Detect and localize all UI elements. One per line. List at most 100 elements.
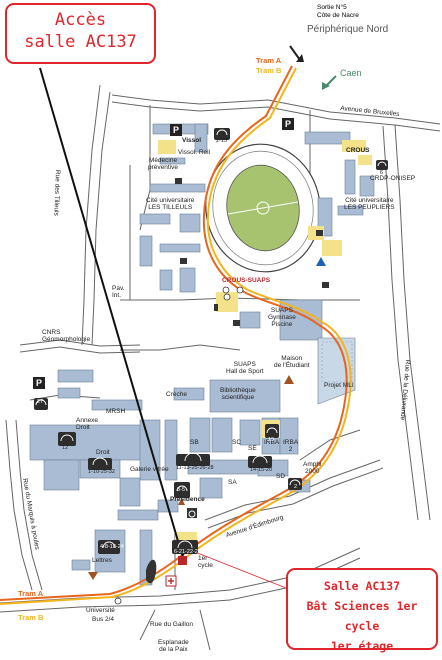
label-cite-peupliers-line2: LES PEUPLIERS — [344, 203, 395, 211]
tram-stop-icon — [114, 286, 244, 605]
wifi-icon — [58, 432, 76, 446]
wifi-badges — [34, 128, 388, 554]
label-bibli-line1: Bibliothèque — [220, 387, 256, 394]
wifi-icon — [248, 455, 272, 468]
stadium — [205, 143, 321, 273]
label-projet-mli: Projet MLI — [324, 382, 354, 389]
label-maison-line2: de l'Étudiant — [274, 361, 310, 369]
label-droit: Droit — [96, 449, 110, 456]
label-bibli-line2: scientifique — [221, 393, 255, 401]
access-callout: Accès salle AC137 — [5, 3, 156, 64]
badge-number: 4-8-18-24 — [100, 544, 124, 550]
label-universite: Université — [86, 607, 115, 614]
wifi-icon — [288, 478, 302, 490]
label-amphi-2000: Amphi 2000 — [303, 461, 322, 476]
wifi-icon — [376, 160, 388, 170]
label-cnrs: CNRS Géomorphologie — [42, 329, 91, 344]
target-callout-line2: Bât Sciences 1er cycle — [306, 599, 418, 633]
exit-sign: Sortie N°5 Côte de Nacre — [317, 4, 359, 20]
badge-number: 1-10-25-32 — [88, 469, 115, 475]
access-callout-line1: Accès — [54, 10, 107, 30]
tram-a-label-bottom: Tram A — [18, 589, 44, 598]
label-pav-line2: Int. — [112, 291, 122, 299]
label-suaps-hall-line1: SUAPS — [233, 361, 256, 368]
info-triangle-icon — [178, 498, 185, 505]
label-cite-tilleuls-line2: LES TILLEULS — [148, 203, 193, 211]
label-suaps-line1: SUAPS — [270, 307, 293, 314]
label-suaps-hall: SUAPS Hall de Sport — [226, 361, 264, 376]
label-crdp: CRDP-ONISEP — [370, 175, 416, 182]
label-maison-line1: Maison — [281, 355, 303, 362]
target-room-callout: Salle AC137 Bât Sciences 1er cycle 1er é… — [286, 568, 438, 653]
street-rue-tilleuls: Rue des Tilleuls — [52, 169, 61, 216]
label-crous: CROUS — [346, 147, 370, 154]
label-bus: Bus 2/4 — [92, 616, 115, 623]
label-sb: SB — [190, 439, 199, 446]
label-bibliotheque: Bibliothèque scientifique — [220, 387, 256, 402]
caen-arrow — [322, 75, 337, 90]
badge-number: 2-15 — [216, 138, 228, 144]
target-leader-line — [194, 551, 287, 589]
tram-b-label-top: Tram B — [256, 66, 282, 75]
parking-icon: P — [282, 118, 294, 130]
label-cnrs-line1: CNRS — [42, 329, 61, 336]
label-suaps-hall-line2: Hall de Sport — [226, 367, 264, 375]
label-cycle-line1: 1er — [198, 555, 208, 562]
badge-number: 3-5 — [177, 487, 185, 493]
label-irba: IRBA — [264, 439, 280, 446]
label-sd: SD — [276, 473, 286, 480]
first-aid-icon — [165, 575, 177, 587]
label-medecine: Médecine préventive — [148, 157, 178, 172]
label-sa: SA — [228, 479, 237, 486]
label-cycle-line2: cycle — [198, 561, 213, 569]
buildings — [29, 123, 375, 586]
label-sc: SC — [232, 439, 242, 446]
label-cnrs-line2: Géomorphologie — [42, 335, 91, 343]
label-se: SE — [248, 445, 257, 452]
label-pav-line1: Pav. — [112, 285, 125, 292]
target-callout-line1: Salle AC137 — [323, 579, 401, 593]
restaurant-icon — [175, 178, 329, 326]
esplanade-line2: de la Paix — [159, 645, 188, 653]
label-cite-tilleuls-line1: Cité universitaire — [146, 197, 195, 204]
wifi-icon — [172, 540, 198, 554]
parking-icon: P — [170, 124, 182, 136]
ring-road-label: Périphérique Nord — [307, 24, 389, 35]
access-callout-line2: salle AC137 — [24, 32, 137, 52]
label-maison-etudiant: Maison de l'Étudiant — [274, 355, 310, 370]
caen-label: Caen — [340, 68, 362, 78]
label-cite-peupliers: Cité universitaire LES PEUPLIERS — [344, 197, 395, 212]
label-medecine-line2: préventive — [148, 163, 178, 171]
label-suaps-line2: Gymnase — [268, 313, 296, 321]
label-annexe-droit: Annexe Droit — [76, 417, 98, 432]
street-rue-gaillon: Rue du Gaillon — [150, 621, 193, 628]
label-vissol-reil: Vissol. Reil — [178, 149, 211, 156]
label-irba2-line1: IRBA — [283, 439, 299, 446]
tram-b-label-bottom: Tram B — [18, 613, 44, 622]
label-galerie: Galerie vitrée — [130, 466, 169, 473]
badge-number: 14-15-20 — [250, 467, 273, 473]
label-vissol: Vissol — [182, 137, 202, 144]
statue-icon — [146, 559, 157, 584]
label-irba2-line2: 2 — [288, 445, 293, 453]
label-irba-2: IRBA 2 — [283, 439, 299, 454]
label-suaps-gymnase: SUAPS Gymnase Piscine — [268, 307, 296, 328]
label-amphi-line1: Amphi — [303, 461, 322, 468]
wheelchair-icon — [187, 508, 197, 518]
label-cite-tilleuls: Cité universitaire LES TILLEULS — [146, 197, 195, 212]
label-first-cycle: 1er cycle — [198, 555, 213, 570]
badge-number: 11-13-25-26-28 — [176, 465, 214, 471]
wifi-icon — [214, 128, 230, 140]
label-amphi-line2: 2000 — [304, 467, 320, 475]
svg-text:P: P — [285, 119, 291, 129]
label-cite-peupliers-line1: Cité universitaire — [345, 197, 394, 204]
lettres-triangle-icon — [88, 572, 98, 580]
label-pav-int: Pav. Int. — [112, 285, 125, 300]
esplanade-label: Esplanade de la Paix — [158, 639, 189, 654]
exit-sign-line1: Sortie N°5 — [317, 4, 347, 11]
badge-number: 27 — [37, 399, 44, 405]
parking-icon: P — [33, 377, 45, 389]
exit-sign-line2: Côte de Nacre — [317, 12, 359, 19]
